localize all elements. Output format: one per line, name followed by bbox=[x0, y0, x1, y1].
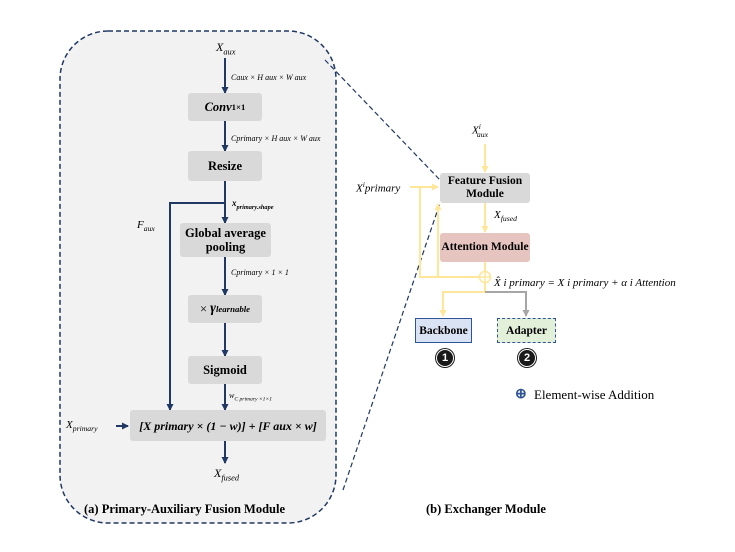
legend-text: Element-wise Addition bbox=[534, 387, 655, 402]
x-aux-i-label: Xiaux bbox=[472, 122, 488, 139]
update-equation: X̂ i primary = X i primary + α i Attenti… bbox=[494, 277, 676, 289]
backbone-node: Backbone bbox=[415, 318, 472, 343]
zoom-line-top bbox=[324, 59, 441, 181]
feature-fusion-module-node: Feature Fusion Module bbox=[440, 173, 530, 203]
x-primary-input-label: Xprimary bbox=[66, 419, 98, 434]
fusion-formula-node: [X primary × (1 − w)] + [F aux × w] bbox=[130, 410, 326, 441]
legend-addition-icon: ⊕ bbox=[515, 387, 527, 402]
line-residual bbox=[419, 187, 479, 278]
dim-pooled-label: Cprimary × 1 × 1 bbox=[231, 268, 289, 277]
attention-module-node: Attention Module bbox=[440, 233, 530, 262]
zoom-line-bottom bbox=[342, 202, 441, 491]
resize-node: Resize bbox=[188, 151, 262, 181]
dim-aux-label: Caux × H aux × W aux bbox=[231, 73, 307, 82]
badge-2: 2 bbox=[518, 349, 536, 367]
sigmoid-node: Sigmoid bbox=[188, 356, 262, 384]
weight-label: wC primary ×1×1 bbox=[229, 391, 273, 403]
dim-primary-label: Cprimary × H aux × W aux bbox=[231, 134, 321, 143]
addition-icon bbox=[478, 270, 492, 284]
arrow-faux-branch bbox=[166, 202, 225, 411]
x-aux-label: Xaux bbox=[216, 40, 236, 57]
adapter-node: Adapter bbox=[497, 318, 556, 343]
arrow-add-backbone bbox=[439, 283, 486, 317]
x-primary-i-label: Xiprimary bbox=[356, 180, 401, 195]
badge-1: 1 bbox=[436, 349, 454, 367]
arrow-add-adapter bbox=[485, 291, 530, 317]
caption-a: (a) Primary-Auxiliary Fusion Module bbox=[84, 502, 286, 516]
caption-b: (b) Exchanger Module bbox=[426, 502, 546, 516]
x-fused-output-label: Xfused bbox=[214, 466, 240, 483]
global-average-pooling-node: Global average pooling bbox=[180, 223, 271, 257]
x-fused-right-label: Xfused bbox=[494, 209, 517, 224]
fusion-module-panel bbox=[59, 30, 337, 524]
f-aux-label: Faux bbox=[137, 219, 155, 234]
shape-label: xprimary.shape bbox=[232, 198, 274, 211]
